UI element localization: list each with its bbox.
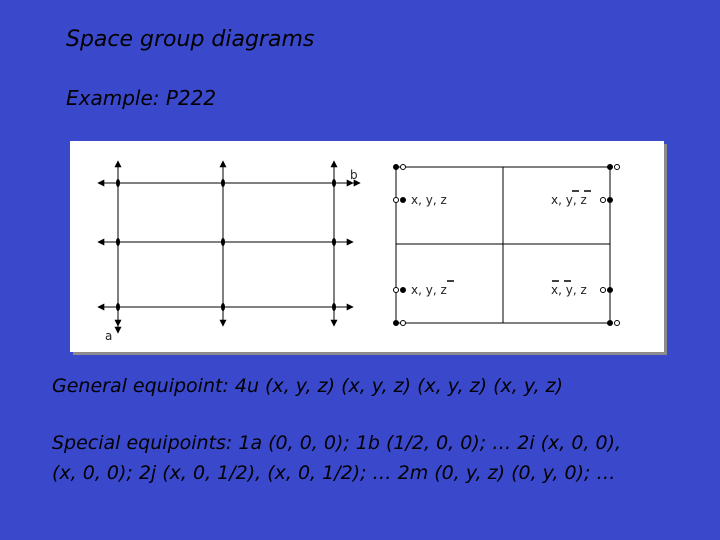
diagram-svg: a b x, y, z (97, 160, 620, 343)
slide-title: Space group diagrams (66, 27, 315, 52)
coordinate-overbars (447, 190, 591, 282)
special-line-2: (x, 0, 0); 2j (x, 0, 1/2), (x, 0, 1/2); … (52, 462, 616, 484)
twofold-points (116, 179, 336, 311)
coord-bottom-right: x, y, z (551, 283, 587, 297)
special-equipoints-text: Special equipoints: 1a (0, 0, 0); 1b (1/… (52, 428, 621, 488)
equipoint-circles (393, 197, 613, 293)
equipoints-panel (393, 164, 620, 326)
special-line-1: Special equipoints: 1a (0, 0, 0); 1b (1/… (52, 432, 622, 454)
symmetry-elements-panel (97, 160, 361, 334)
coord-bottom-left: x, y, z (411, 283, 447, 297)
general-equipoint-text: General equipoint: 4u (x, y, z) (x, y, z… (52, 375, 564, 397)
example-label: Example: P222 (66, 86, 217, 110)
coord-top-left: x, y, z (411, 193, 447, 207)
axis-a-label: a (105, 329, 112, 343)
cell-origin-markers (393, 164, 620, 326)
axis-b-label: b (350, 168, 358, 182)
space-group-diagram: a b x, y, z (70, 141, 664, 352)
coord-top-right: x, y, z (551, 193, 587, 207)
